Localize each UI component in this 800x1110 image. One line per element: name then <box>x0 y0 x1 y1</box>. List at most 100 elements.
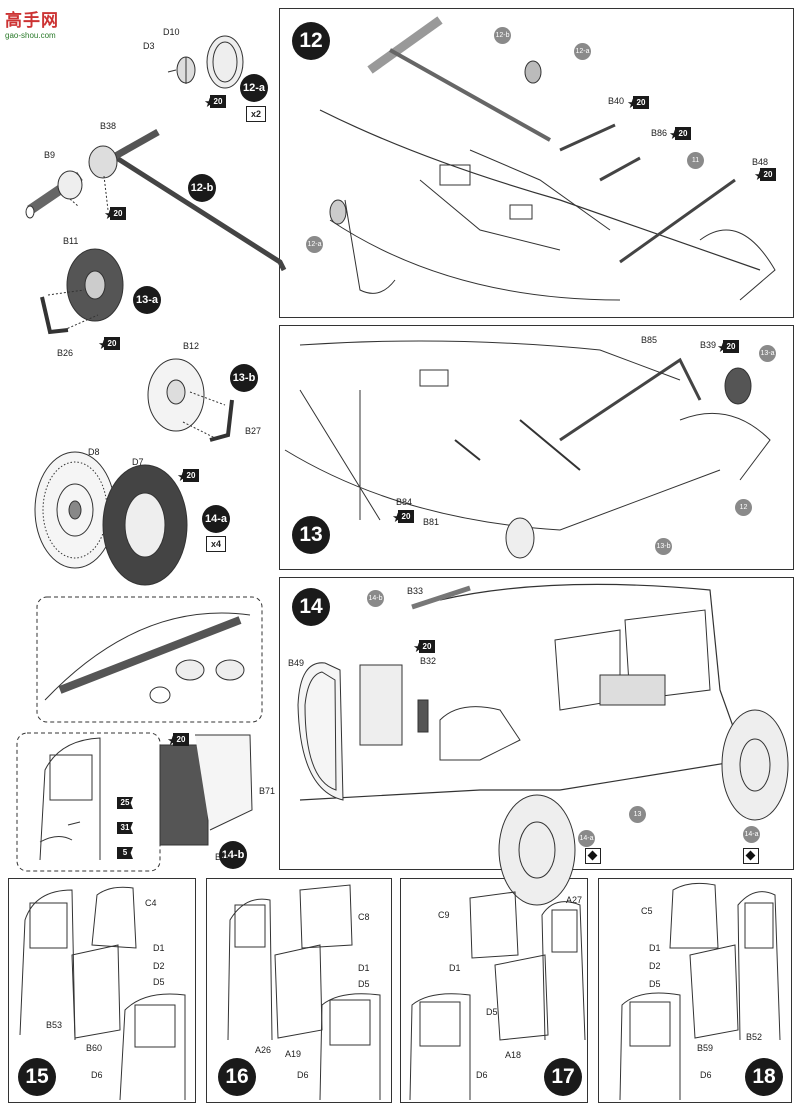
alignment-mark-icon <box>743 848 759 864</box>
ref-circle-12b: 12-b <box>494 27 511 44</box>
ref-circle-14a: 14-a <box>578 830 595 847</box>
star-icon: ★ <box>717 341 729 354</box>
step-number-16: 16 <box>218 1058 256 1096</box>
ref-circle-13: 13 <box>629 806 646 823</box>
part-label: B59 <box>697 1043 714 1053</box>
paint-flag-20: ★20 <box>413 640 435 654</box>
part-label: D1 <box>153 943 165 953</box>
engine-bay-detail-drawing <box>44 612 251 704</box>
paint-code: 20 <box>183 469 199 482</box>
door-assembly-step16-drawing <box>227 884 381 1101</box>
part-label: D5 <box>153 977 165 987</box>
part-label: B11 <box>63 236 79 246</box>
part-label: A26 <box>255 1045 272 1055</box>
ref-circle-14b: 14-b <box>367 590 384 607</box>
star-icon: ★ <box>98 338 110 351</box>
brake-plate-13b-drawing <box>147 358 234 442</box>
star-icon: ★ <box>669 128 681 141</box>
part-label: D10 <box>163 27 180 37</box>
part-label: D7 <box>132 457 144 467</box>
paint-flag-20: ★20 <box>754 168 776 182</box>
part-label: D1 <box>649 943 661 953</box>
part-label: B84 <box>396 497 413 507</box>
part-label: D3 <box>143 41 155 51</box>
paint-flag-20: ★20 <box>177 469 199 483</box>
star-icon: ★ <box>392 511 404 524</box>
paint-code: 20 <box>104 337 120 350</box>
door-assembly-step15-drawing <box>19 886 186 1101</box>
part-label: B40 <box>608 96 625 106</box>
paint-code: 20 <box>419 640 435 653</box>
ref-circle-14a: 14-a <box>743 826 760 843</box>
paint-code: 20 <box>675 127 691 140</box>
paint-flag-20: ★20 <box>392 510 414 524</box>
part-label: B85 <box>641 335 658 345</box>
part-label: B86 <box>651 128 668 138</box>
door-detail-drawing <box>39 737 101 861</box>
star-icon: ★ <box>167 734 179 747</box>
paint-flag-20: ★20 <box>104 207 126 221</box>
substep-13b: 13-b <box>230 364 258 392</box>
part-label: D6 <box>700 1070 712 1080</box>
paint-code: 20 <box>760 168 776 181</box>
part-label: D6 <box>91 1070 103 1080</box>
part-label: A27 <box>566 895 583 905</box>
star-icon: ★ <box>104 208 116 221</box>
star-icon: ★ <box>177 470 189 483</box>
paint-code: 20 <box>723 340 739 353</box>
ref-circle-13b: 13-b <box>655 538 672 555</box>
part-label: B48 <box>752 157 769 167</box>
part-label: A18 <box>505 1050 522 1060</box>
logo-text: 高手网 <box>5 11 59 30</box>
part-label: D1 <box>449 963 461 973</box>
quantity-x2: x2 <box>246 106 266 122</box>
paint-flag-20: ★20 <box>627 96 649 110</box>
step-number-13: 13 <box>292 516 330 554</box>
part-label: C9 <box>438 910 450 920</box>
step-number-17: 17 <box>544 1058 582 1096</box>
paint-code: 20 <box>173 733 189 746</box>
substep-12b: 12-b <box>188 174 216 202</box>
part-label: C5 <box>641 906 653 916</box>
part-label: D2 <box>153 961 165 971</box>
panel-step-12 <box>279 8 794 318</box>
paint-flag-20: ★20 <box>167 733 189 747</box>
part-label: B26 <box>57 348 74 358</box>
logo-url: gao-shou.com <box>5 31 56 40</box>
star-icon: ★ <box>627 97 639 110</box>
ref-circle-11: 11 <box>687 152 704 169</box>
paint-flag-20: ★20 <box>717 340 739 354</box>
part-label: D1 <box>358 963 370 973</box>
quantity-x4: x4 <box>206 536 226 552</box>
door-assembly-step17-drawing <box>409 891 586 1101</box>
ref-circle-12a: 12-a <box>306 236 323 253</box>
part-label: D2 <box>649 961 661 971</box>
part-label: A19 <box>285 1049 302 1059</box>
part-label: D5 <box>486 1007 498 1017</box>
part-label: D5 <box>649 979 661 989</box>
panel-step-13 <box>279 325 794 570</box>
part-label: B70 <box>215 852 232 862</box>
part-label: B52 <box>746 1032 763 1042</box>
paint-flag-5: 5 <box>117 847 133 859</box>
paint-flag-25: 25 <box>117 797 133 809</box>
step-number-14: 14 <box>292 588 330 626</box>
car-body-step14-drawing <box>297 583 789 906</box>
door-assembly-step18-drawing <box>619 882 781 1101</box>
part-label: C4 <box>145 898 157 908</box>
part-label: D5 <box>358 979 370 989</box>
ref-circle-13a: 13-a <box>759 345 776 362</box>
substep-14a: 14-a <box>202 505 230 533</box>
part-label: B71 <box>259 786 276 796</box>
radiator-14b-drawing <box>159 734 253 846</box>
chassis-step13-drawing <box>284 340 771 559</box>
substep-13a: 13-a <box>133 286 161 314</box>
part-label: B53 <box>46 1020 63 1030</box>
part-label: B49 <box>288 658 305 668</box>
alignment-mark-icon <box>585 848 601 864</box>
part-label: B12 <box>183 341 200 351</box>
wheel-14a-drawing <box>34 451 188 586</box>
step-number-18: 18 <box>745 1058 783 1096</box>
paint-code: 20 <box>110 207 126 220</box>
